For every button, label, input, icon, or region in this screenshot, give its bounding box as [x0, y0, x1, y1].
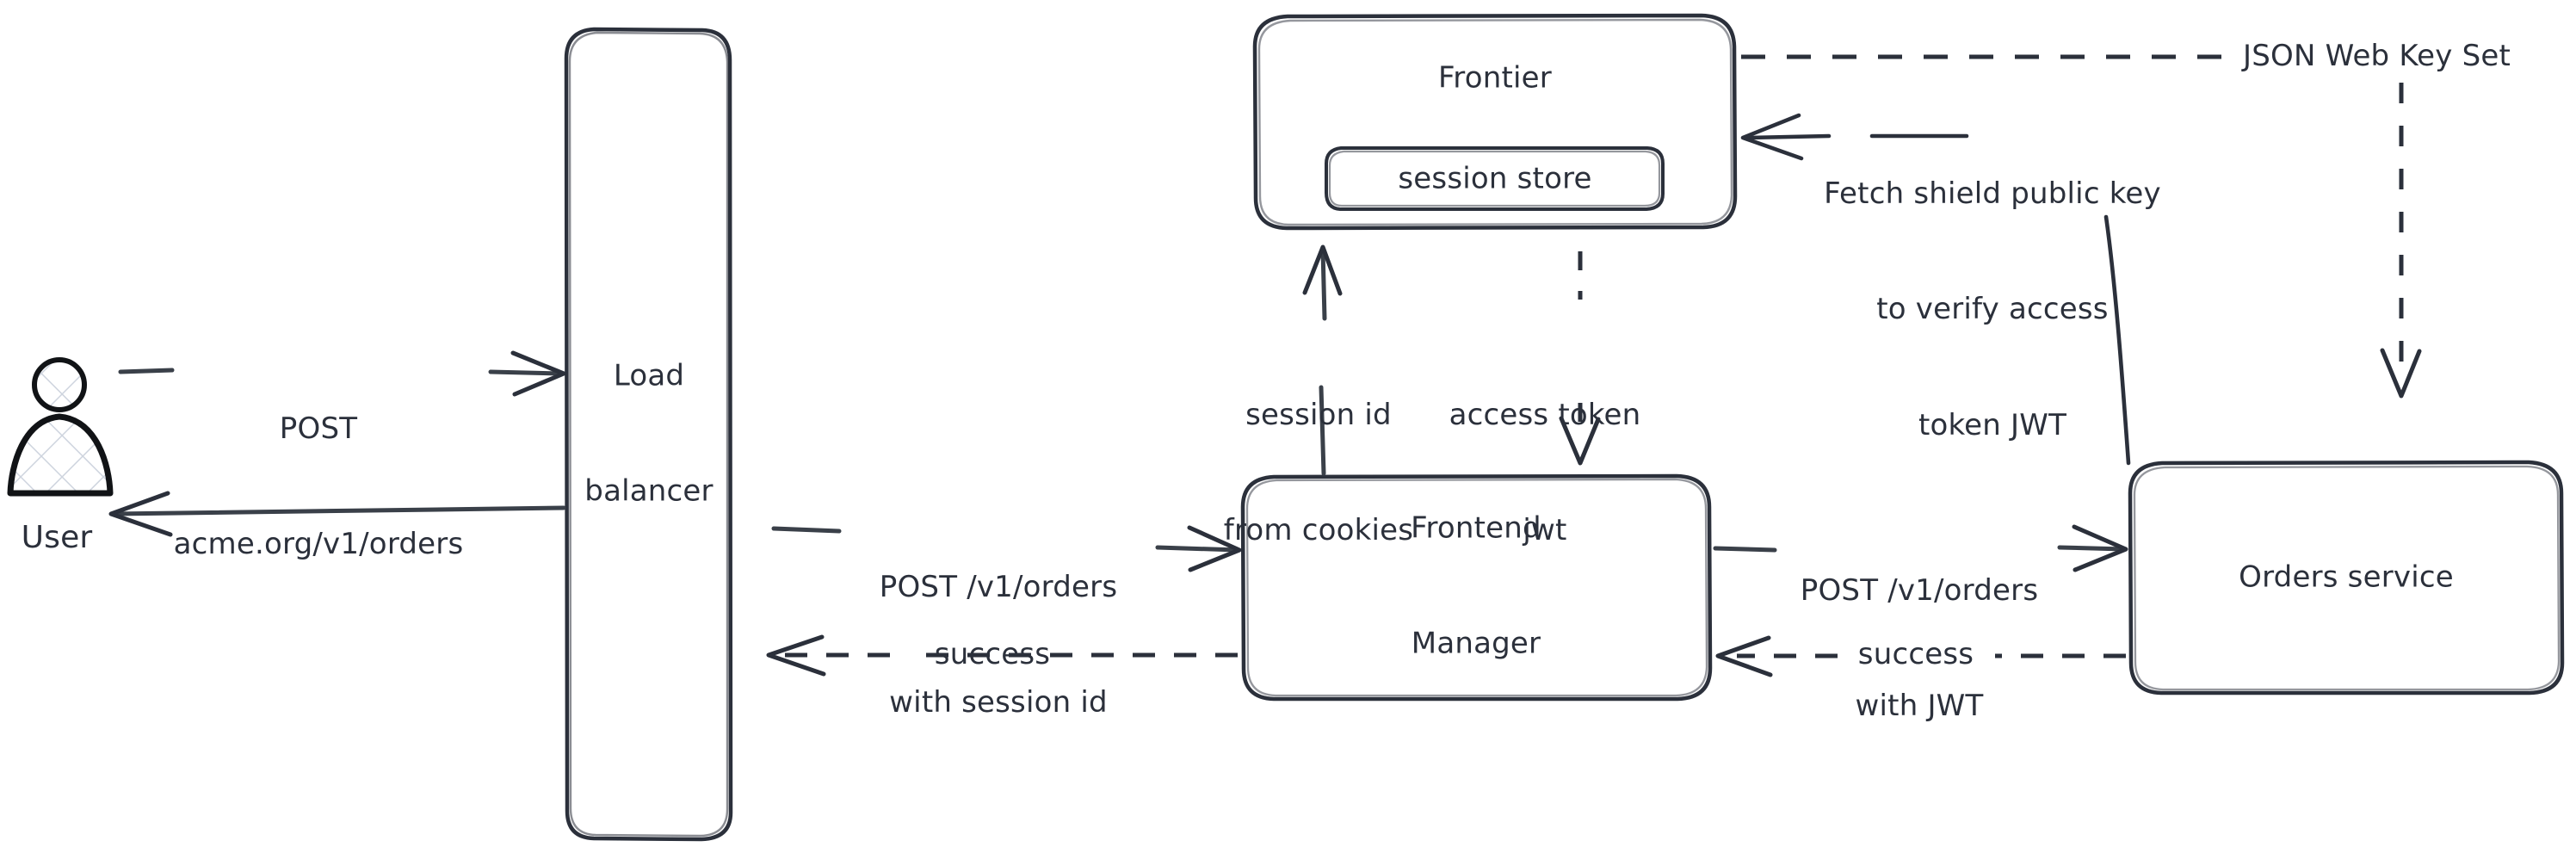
edge-load-balancer-to-user	[108, 491, 566, 537]
edge-frontend-manager-to-orders-service	[1713, 524, 2128, 572]
edge-label-frontend-manager-to-orders-service: POST /v1/orders with JWT	[1801, 494, 2038, 803]
load-balancer-label: Load balancer	[584, 280, 713, 589]
edge-label-frontend-manager-to-load-balancer: success	[934, 637, 1051, 671]
edge-label-line1: session id	[1245, 397, 1392, 432]
session-store-box[interactable]	[1325, 146, 1665, 211]
edge-label-line1: access token	[1449, 397, 1641, 432]
edge-label-load-balancer-to-frontend-manager: POST /v1/orders with session id	[880, 491, 1117, 800]
user-label: User	[21, 520, 93, 555]
frontier-label: Frontier	[1438, 60, 1552, 96]
edge-label-line2: with session id	[889, 685, 1108, 720]
load-balancer-label-line1: Load	[613, 358, 685, 393]
edge-label-line2: with JWT	[1855, 689, 1984, 724]
session-store-label: session store	[1398, 161, 1592, 196]
edge-label-orders-service-to-frontend-manager: success	[1857, 637, 1974, 671]
frontend-manager-box[interactable]	[1240, 473, 1713, 702]
edge-label-line3: token JWT	[1918, 408, 2067, 442]
edge-label-line1: POST /v1/orders	[1800, 572, 2039, 608]
edge-frontend-manager-to-frontier	[1302, 244, 1343, 476]
orders-service-box[interactable]	[2128, 460, 2565, 696]
edge-orders-service-to-frontier	[1740, 113, 2131, 466]
frontend-manager-label-line2: Manager	[1411, 626, 1541, 661]
edge-label-user-to-load-balancer: POST acme.org/v1/orders	[174, 332, 464, 641]
load-balancer-label-line2: balancer	[584, 473, 713, 509]
edge-user-to-load-balancer	[118, 350, 566, 397]
edge-label-line2: jwt	[1523, 513, 1567, 548]
edge-label-frontend-manager-to-frontier: session id from cookies	[1224, 318, 1413, 628]
frontend-manager-label: Frontend Manager	[1411, 432, 1541, 741]
edge-label-line2: from cookies	[1223, 513, 1414, 548]
frontend-manager-label-line1: Frontend	[1411, 510, 1541, 546]
edge-label-line2: acme.org/v1/orders	[173, 527, 464, 562]
user-icon	[7, 357, 114, 497]
edge-label-line1: Fetch shield public key	[1824, 176, 2161, 211]
edge-label-jwks: JSON Web Key Set	[2243, 39, 2511, 73]
load-balancer-box[interactable]	[564, 27, 733, 842]
orders-service-label: Orders service	[2239, 560, 2454, 595]
edge-jwks-frontier-to-orders-service	[1741, 54, 2422, 399]
edge-frontend-manager-to-load-balancer	[766, 634, 1238, 677]
edge-frontier-to-frontend-manager	[1559, 251, 1601, 466]
edge-label-orders-service-to-frontier: Fetch shield public key to verify access…	[1824, 97, 2161, 522]
edge-label-frontier-to-frontend-manager: access token jwt	[1449, 318, 1641, 628]
edge-orders-service-to-frontend-manager	[1715, 635, 2126, 677]
edge-load-balancer-to-frontend-manager	[771, 525, 1242, 572]
edge-label-line1: POST /v1/orders	[879, 569, 1118, 604]
edge-label-line1: POST	[279, 411, 358, 446]
edge-label-line2: to verify access	[1876, 292, 2109, 327]
